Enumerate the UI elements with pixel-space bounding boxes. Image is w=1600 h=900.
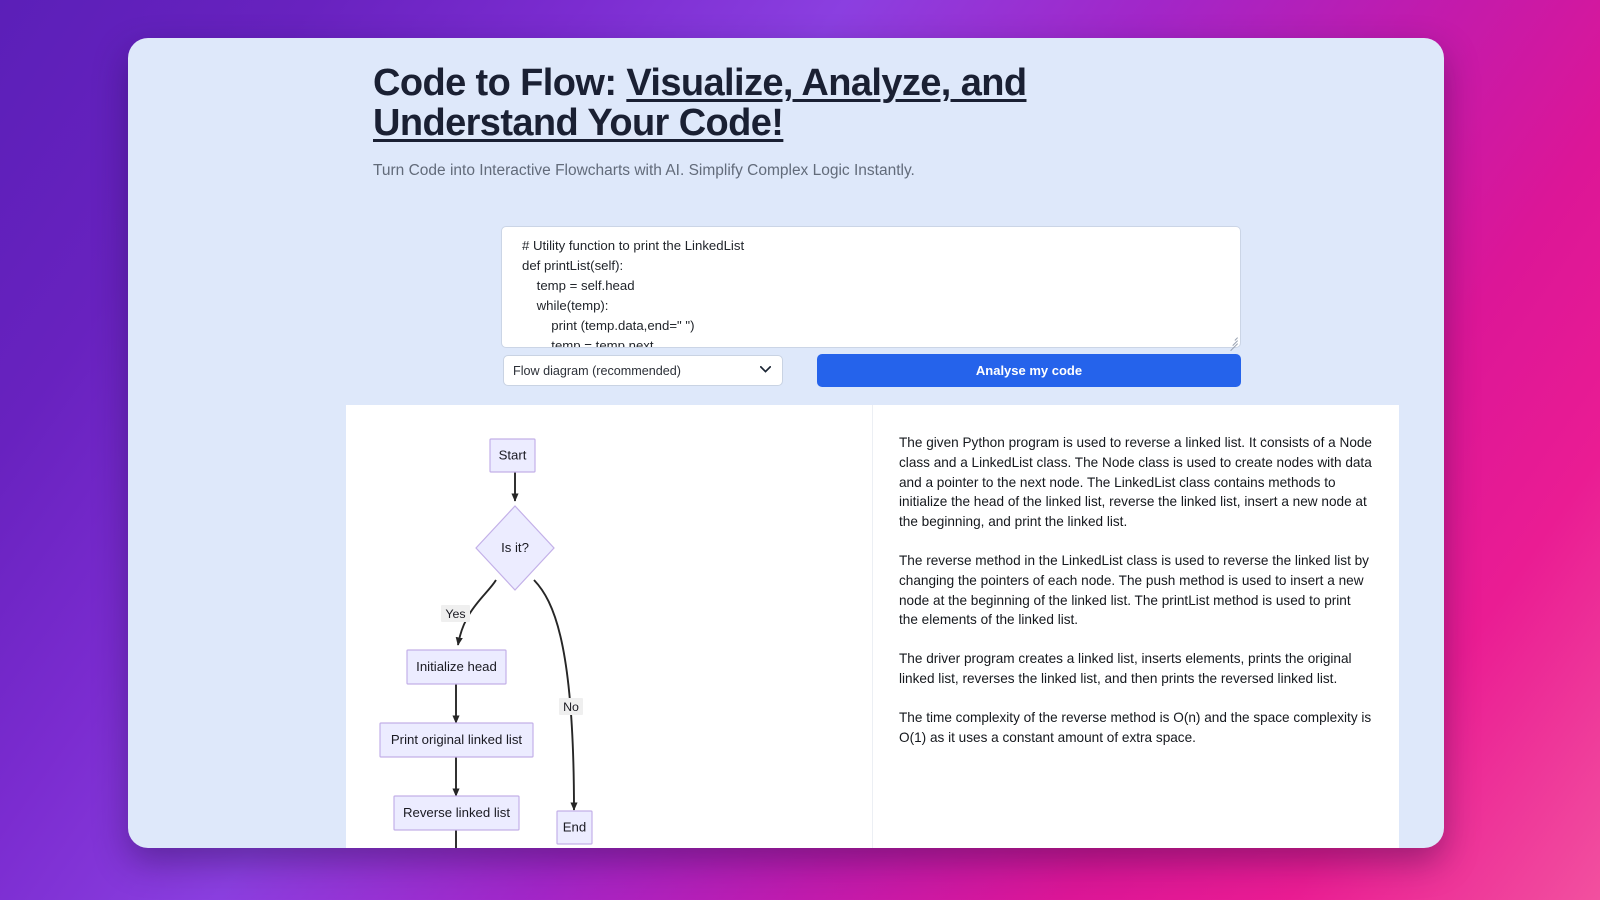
flow-node-end[interactable]: End [556, 810, 593, 845]
page-title: Code to Flow: Visualize, Analyze, and Un… [373, 62, 1043, 144]
explanation-paragraph: The reverse method in the LinkedList cla… [899, 552, 1369, 628]
explanation-paragraph: The given Python program is used to reve… [899, 435, 1372, 530]
svg-text:No: No [563, 700, 579, 714]
page-title-plain: Code to Flow: [373, 62, 627, 104]
flow-node-is-it[interactable]: Is it? [475, 505, 555, 591]
explanation-paragraph: The time complexity of the reverse metho… [899, 709, 1372, 745]
explanation-paragraph: The driver program creates a linked list… [899, 651, 1352, 686]
flow-node-reverse[interactable]: Reverse linked list [393, 795, 520, 831]
diagram-type-select[interactable]: Flow diagram (recommended) [503, 355, 783, 386]
page-subtitle: Turn Code into Interactive Flowcharts wi… [373, 162, 915, 180]
header: Code to Flow: Visualize, Analyze, and Un… [128, 38, 1444, 180]
flow-node-start[interactable]: Start [489, 438, 536, 473]
edge-isit-no [533, 579, 578, 811]
svg-text:Initialize head: Initialize head [416, 659, 497, 674]
code-input[interactable]: # Utility function to print the LinkedLi… [501, 226, 1241, 348]
svg-text:Yes: Yes [445, 607, 465, 621]
flowchart-diagram[interactable]: Yes No Start Is it? [346, 405, 873, 848]
svg-text:Print original linked list: Print original linked list [391, 732, 523, 747]
edge-isit-yes [455, 579, 497, 646]
result-panel: Yes No Start Is it? [346, 405, 1399, 848]
analyse-my-code-button[interactable]: Analyse my code [817, 354, 1241, 387]
edge-label-no: No [559, 698, 583, 715]
svg-text:Is it?: Is it? [501, 540, 529, 555]
svg-text:End: End [563, 819, 586, 834]
svg-text:Start: Start [499, 447, 527, 462]
page-title-underlined: Visualize, Analyze, and Understand Your … [373, 62, 1027, 144]
svg-text:Reverse linked list: Reverse linked list [403, 805, 510, 820]
app-card: Code to Flow: Visualize, Analyze, and Un… [128, 38, 1444, 848]
explanation-column: The given Python program is used to reve… [873, 405, 1399, 848]
flow-node-print-original[interactable]: Print original linked list [379, 722, 534, 758]
flowchart-column[interactable]: Yes No Start Is it? [346, 405, 873, 848]
edge-label-yes: Yes [441, 605, 470, 622]
flow-node-initialize-head[interactable]: Initialize head [406, 649, 507, 685]
